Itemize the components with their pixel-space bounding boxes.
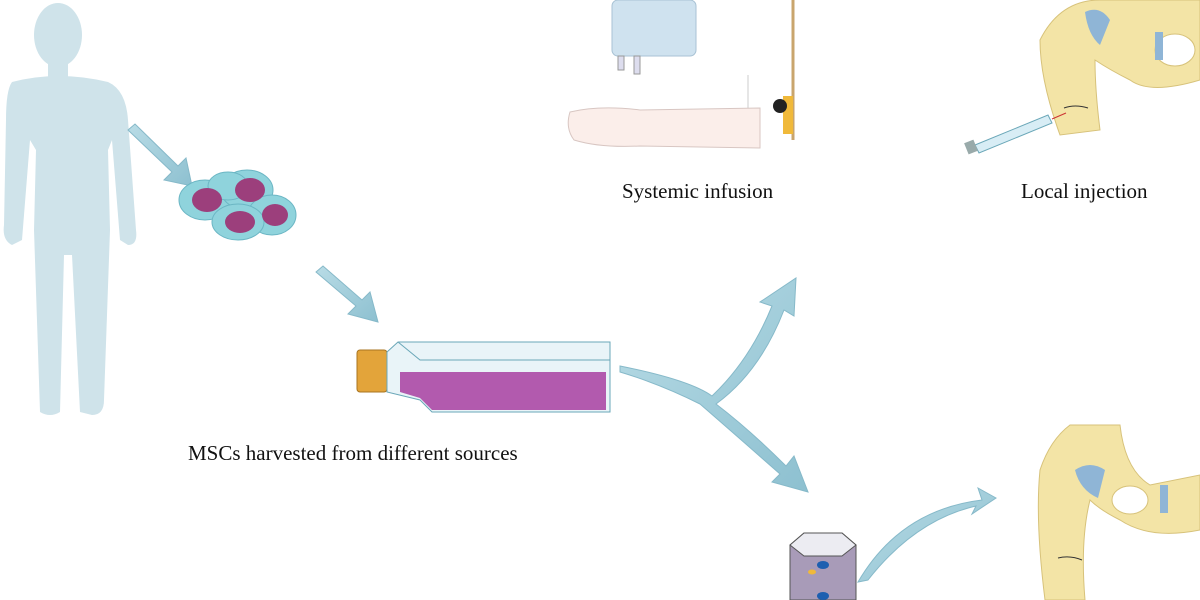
syringe-icon	[964, 112, 1067, 155]
local-injection-label: Local injection	[1021, 179, 1148, 203]
arrow-icon	[315, 265, 379, 323]
arrow-icon	[127, 123, 193, 187]
msc-cells-icon	[178, 169, 297, 241]
arrow-icon	[857, 486, 997, 583]
human-silhouette-icon	[3, 3, 137, 415]
systemic-infusion-label: Systemic infusion	[622, 179, 774, 203]
harvest-label: MSCs harvested from different sources	[188, 441, 518, 465]
scaffold-icon	[789, 532, 857, 600]
iv-infusion-icon	[567, 0, 795, 149]
hip-bone-fracture-icon	[1039, 0, 1200, 136]
branching-arrow-icon	[619, 277, 809, 493]
culture-flask-icon	[356, 341, 611, 413]
hip-bone-fracture-icon	[1037, 424, 1200, 600]
